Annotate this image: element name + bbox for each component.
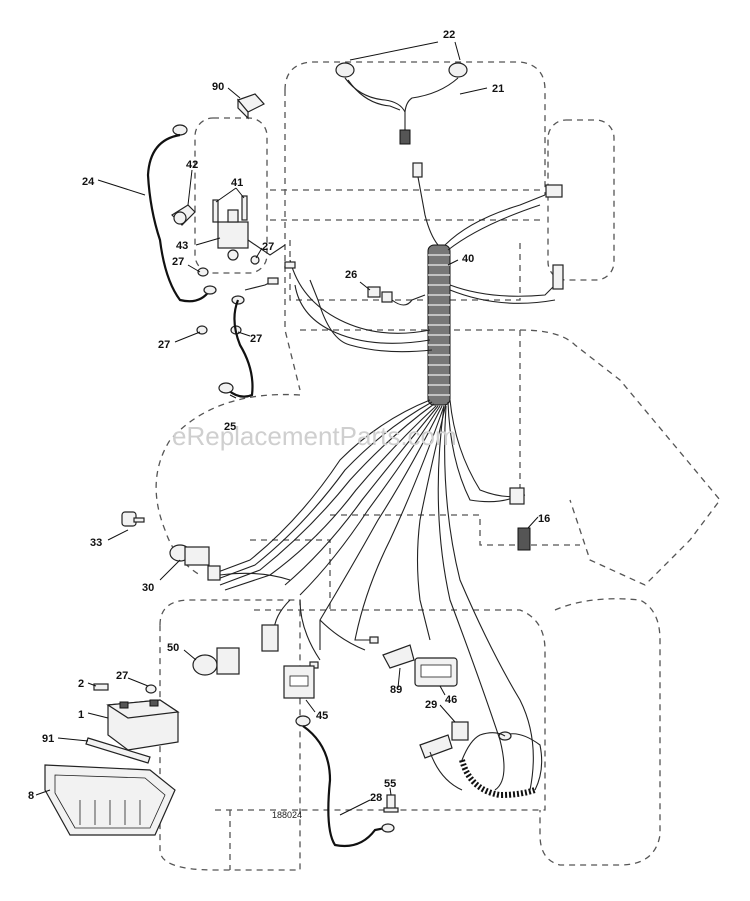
- connector-16: [509, 487, 531, 551]
- label-29: 29: [425, 699, 437, 711]
- label-27-battery: 27: [116, 670, 128, 682]
- switch-29: [419, 721, 543, 799]
- label-8: 8: [28, 790, 34, 802]
- ground-cable-28: [295, 715, 399, 848]
- label-40: 40: [462, 253, 474, 265]
- label-50: 50: [167, 642, 179, 654]
- label-55: 55: [384, 778, 396, 790]
- label-16: 16: [538, 513, 550, 525]
- switch-50: [192, 647, 240, 676]
- label-89: 89: [390, 684, 402, 696]
- label-26: 26: [345, 269, 357, 281]
- hour-meter-45: [283, 665, 315, 699]
- label-90: 90: [212, 81, 224, 93]
- label-33: 33: [90, 537, 102, 549]
- callout-labels: 22 21 90 24 42 41 43 27 27 27 27 25 26 4…: [28, 29, 550, 804]
- label-25: 25: [224, 421, 236, 433]
- label-27-lower-left: 27: [158, 339, 170, 351]
- watermark: eReplacementParts.com: [172, 421, 457, 451]
- leader-lines: [35, 41, 539, 816]
- main-harness: [209, 176, 561, 791]
- ignition-key: [121, 511, 145, 527]
- label-27-solenoid-left: 27: [172, 256, 184, 268]
- label-42: 42: [186, 159, 198, 171]
- label-46: 46: [445, 694, 457, 706]
- label-24: 24: [82, 176, 95, 188]
- solenoid-assembly: [146, 124, 296, 398]
- label-2: 2: [78, 678, 84, 690]
- label-27-lower-right: 27: [250, 333, 262, 345]
- tractor-outline: [155, 61, 721, 871]
- seat-connectors: [261, 624, 379, 669]
- drawing-number: 188024: [272, 810, 302, 820]
- label-45: 45: [316, 710, 328, 722]
- harness-loom: [427, 244, 451, 406]
- fuse-26: [367, 286, 426, 306]
- label-91: 91: [42, 733, 54, 745]
- label-21: 21: [492, 83, 504, 95]
- right-plug: [545, 184, 564, 290]
- label-22: 22: [443, 29, 455, 41]
- relay-90: [236, 93, 265, 120]
- module-46: [382, 644, 458, 687]
- label-28: 28: [370, 792, 382, 804]
- label-30: 30: [142, 582, 154, 594]
- label-1: 1: [78, 709, 84, 721]
- headlight-harness: [335, 62, 468, 178]
- ignition-switch: [169, 544, 291, 581]
- battery-assembly: [44, 683, 180, 836]
- label-27-solenoid-right: 27: [262, 241, 274, 253]
- label-41: 41: [231, 177, 243, 189]
- label-43: 43: [176, 240, 188, 252]
